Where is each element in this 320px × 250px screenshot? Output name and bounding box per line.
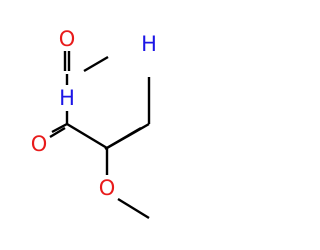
bond-c4-o4-double-bottom	[49, 126, 66, 139]
o4-label: O	[31, 132, 48, 156]
bond-c5-c4	[66, 122, 108, 150]
bond-o5-ch3	[117, 197, 150, 220]
n1-h-label: H	[141, 32, 157, 56]
molecule-structure-diagram: H H O O O	[31, 27, 157, 220]
o5-label: O	[99, 176, 116, 200]
bond-c2-n1	[83, 55, 109, 73]
bond-c4-o4-double-top	[51, 122, 68, 134]
bond-c6-c5-double-inner	[104, 126, 142, 151]
n3-h-label: H	[59, 86, 75, 110]
o2-label: O	[59, 27, 76, 51]
